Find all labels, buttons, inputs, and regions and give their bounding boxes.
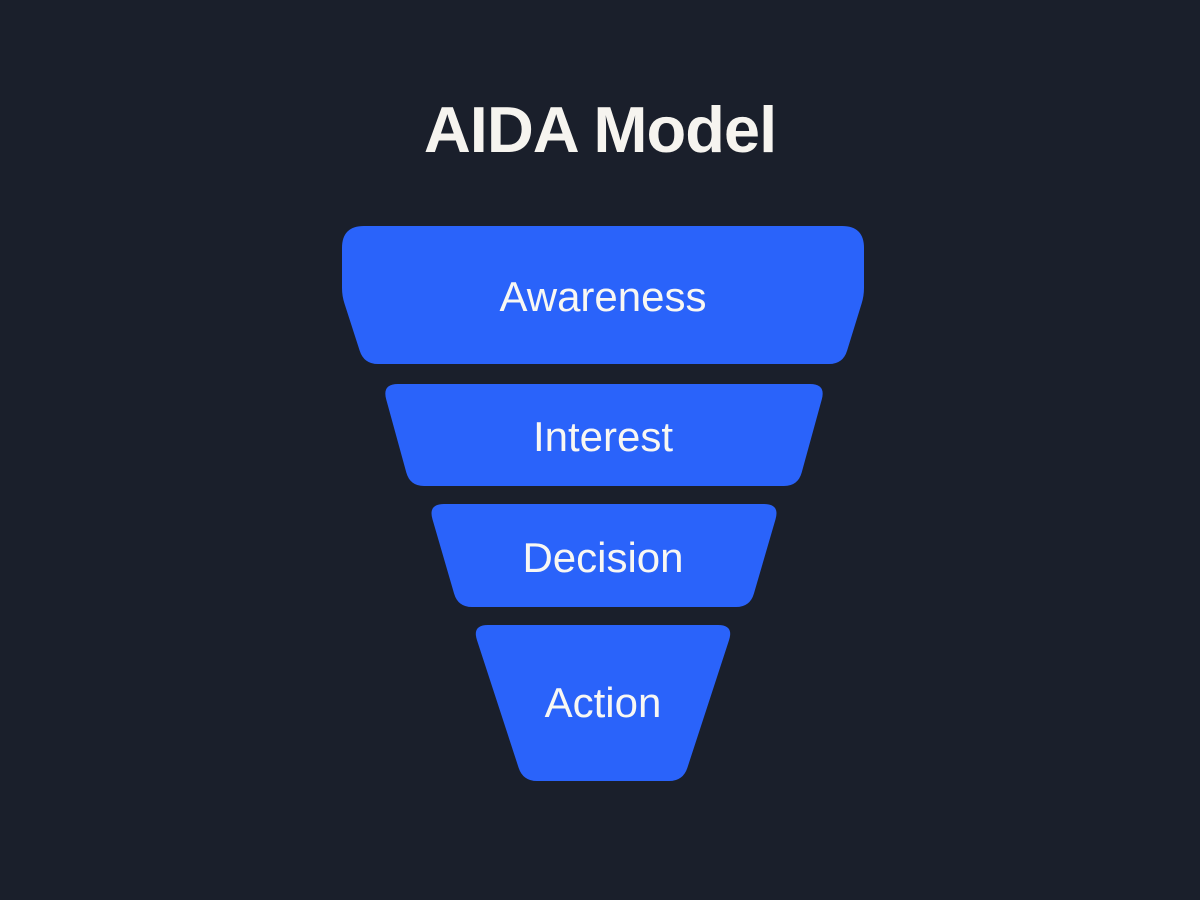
funnel-label-interest: Interest <box>533 413 673 460</box>
funnel-stage-awareness: Awareness <box>342 226 864 364</box>
funnel-segment-action-shape <box>475 625 731 781</box>
funnel-segment-awareness-shape <box>342 226 864 364</box>
funnel-label-action: Action <box>545 679 662 726</box>
page-title: AIDA Model <box>423 93 777 166</box>
funnel-stage-action: Action <box>475 625 731 781</box>
funnel-label-decision: Decision <box>522 534 683 581</box>
funnel-segment-decision-shape <box>431 504 777 607</box>
funnel-stage-decision: Decision <box>431 504 777 607</box>
funnel-label-awareness: Awareness <box>499 273 706 320</box>
funnel-stage-interest: Interest <box>385 384 823 486</box>
funnel-segment-interest-shape <box>385 384 823 486</box>
